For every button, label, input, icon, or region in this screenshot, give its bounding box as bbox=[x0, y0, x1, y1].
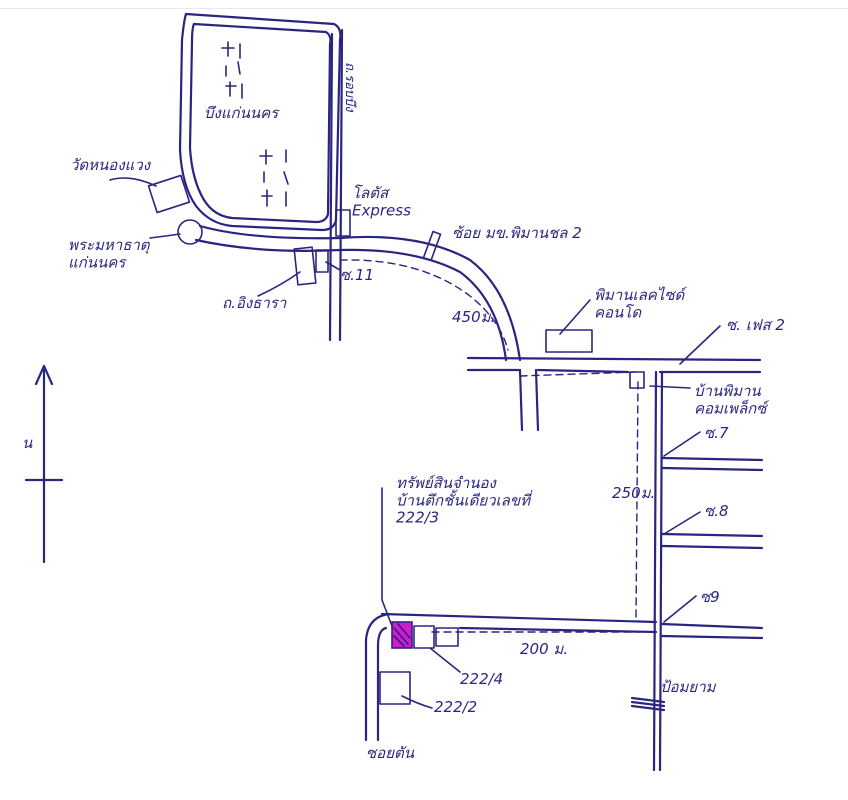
label-distance-200: 200 ม. bbox=[520, 640, 568, 658]
left-branch-road-2 bbox=[534, 368, 540, 432]
pagoda-arrow bbox=[149, 233, 181, 239]
label-rueng-uthai: ถ.อิงธารา bbox=[222, 294, 287, 312]
main-road-inner bbox=[194, 238, 508, 362]
label-ban-pimarn: บ้านพิมานคอมเพล็กซ์ bbox=[694, 382, 769, 417]
soi7-arrow bbox=[663, 431, 701, 457]
sa11-arrow bbox=[325, 261, 341, 271]
pimarn-chon2-marker bbox=[422, 230, 442, 262]
page-top-border bbox=[0, 0, 848, 9]
house-2224-arrow bbox=[429, 647, 461, 673]
bottom-road-top bbox=[380, 612, 658, 624]
junction-road-dash bbox=[519, 371, 637, 377]
lake-boundary bbox=[178, 12, 342, 232]
dead-end-outer bbox=[364, 612, 392, 742]
main-road-dash bbox=[339, 259, 509, 351]
wat-box bbox=[147, 174, 191, 214]
condo-box bbox=[545, 329, 593, 353]
label-pimarn-chon2: ซ้อย มข.พิมานชล 2 bbox=[452, 224, 582, 242]
vertical-road-right bbox=[658, 370, 664, 772]
soi9-arrow bbox=[663, 595, 697, 623]
house-right-box bbox=[435, 627, 459, 647]
house-2222-arrow bbox=[401, 695, 433, 709]
lake-markers bbox=[221, 41, 289, 207]
junction-road-bottom bbox=[466, 368, 762, 374]
sa11-box bbox=[315, 249, 329, 273]
label-soi-tan: ซอยตัน bbox=[366, 744, 415, 762]
pagoda-circle bbox=[177, 219, 203, 245]
label-soi-phase2: ซ. เฟส 2 bbox=[726, 316, 785, 334]
soi9-road bbox=[660, 622, 764, 640]
label-soi8: ซ.8 bbox=[704, 502, 729, 520]
label-pimarn-condo: พิมานเลคไซด์คอนโด bbox=[594, 286, 687, 321]
guard-post-mark bbox=[630, 696, 666, 712]
soi7-road bbox=[660, 456, 764, 472]
label-bueng-kaen-nakhon: บึงแก่นนคร bbox=[204, 104, 280, 122]
property-hatch bbox=[393, 623, 411, 647]
uthai-box bbox=[293, 246, 317, 286]
dead-end-inner bbox=[376, 626, 388, 742]
phase2-arrow bbox=[679, 325, 721, 365]
main-road-outer bbox=[198, 224, 522, 362]
vertical-road-left bbox=[652, 370, 658, 772]
label-property: ทรัพย์สินจำนองบ้านตึกชั้นเดียวเลขที่222/… bbox=[396, 474, 533, 527]
label-soi9: ซ9 bbox=[700, 588, 720, 606]
label-soi7: ซ.7 bbox=[704, 424, 729, 442]
label-wat-nong-waeng: วัดหนองแวง bbox=[70, 156, 152, 174]
road-lakeside-right bbox=[328, 32, 334, 342]
north-arrow bbox=[24, 364, 64, 564]
house-2224-box bbox=[413, 625, 435, 649]
label-house-2224: 222/4 bbox=[460, 670, 503, 688]
road-lakeside-right-2 bbox=[338, 28, 344, 342]
lake-boundary-inner bbox=[188, 22, 332, 224]
junction-road-top bbox=[466, 356, 762, 362]
wat-arrow bbox=[109, 177, 157, 187]
label-distance-450: 450ม. bbox=[452, 308, 495, 326]
left-branch-road bbox=[518, 368, 524, 432]
uthai-arrow bbox=[257, 271, 301, 297]
label-distance-250: 250ม. bbox=[612, 484, 655, 502]
label-north: น bbox=[22, 434, 33, 452]
ban-pimarn-box bbox=[629, 371, 645, 389]
label-phra-mahathat: พระมหาธาตุแก่นนคร bbox=[68, 236, 151, 271]
house-2222-box bbox=[379, 671, 411, 705]
label-pong-sam: ป้อมยาม bbox=[660, 678, 717, 696]
soi8-road bbox=[660, 532, 764, 550]
vertical-road-dash bbox=[635, 381, 639, 619]
lotus-box bbox=[335, 209, 351, 237]
label-soi-robbueng: ถ.รอบบึง bbox=[342, 62, 357, 113]
soi8-arrow bbox=[663, 511, 701, 535]
label-sa11: ซ.11 bbox=[340, 266, 374, 284]
label-house-2222: 222/2 bbox=[434, 698, 477, 716]
property-lot bbox=[391, 621, 413, 649]
property-arrow bbox=[381, 487, 393, 627]
bottom-road-bottom bbox=[458, 626, 658, 634]
condo-arrow bbox=[559, 299, 591, 335]
